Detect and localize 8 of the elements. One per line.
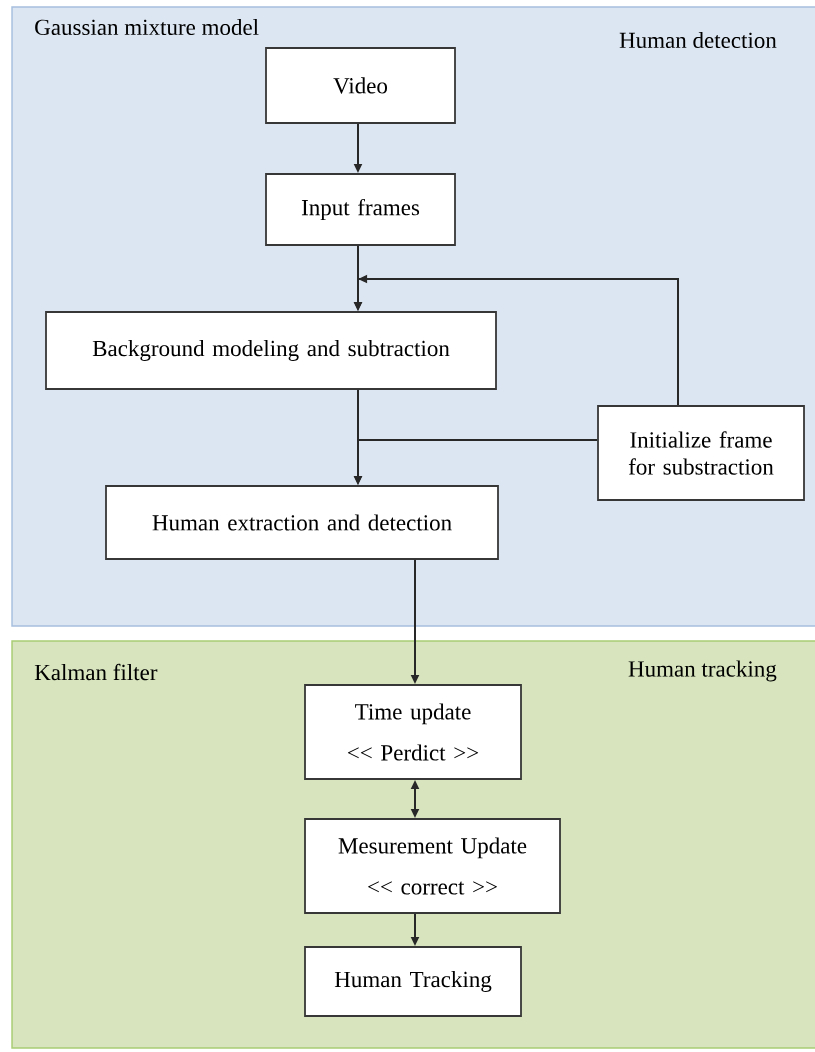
process-box: Mesurement Update << correct >> (304, 818, 561, 914)
process-box: Human extraction and detection (105, 485, 499, 560)
process-box: Human Tracking (304, 946, 522, 1017)
process-box: Time update << Perdict >> (304, 684, 522, 780)
process-box: Initialize frame for substraction (597, 405, 805, 501)
process-box: Video (265, 47, 456, 124)
process-box: Background modeling and subtraction (45, 311, 497, 390)
process-box: Input frames (265, 173, 456, 246)
